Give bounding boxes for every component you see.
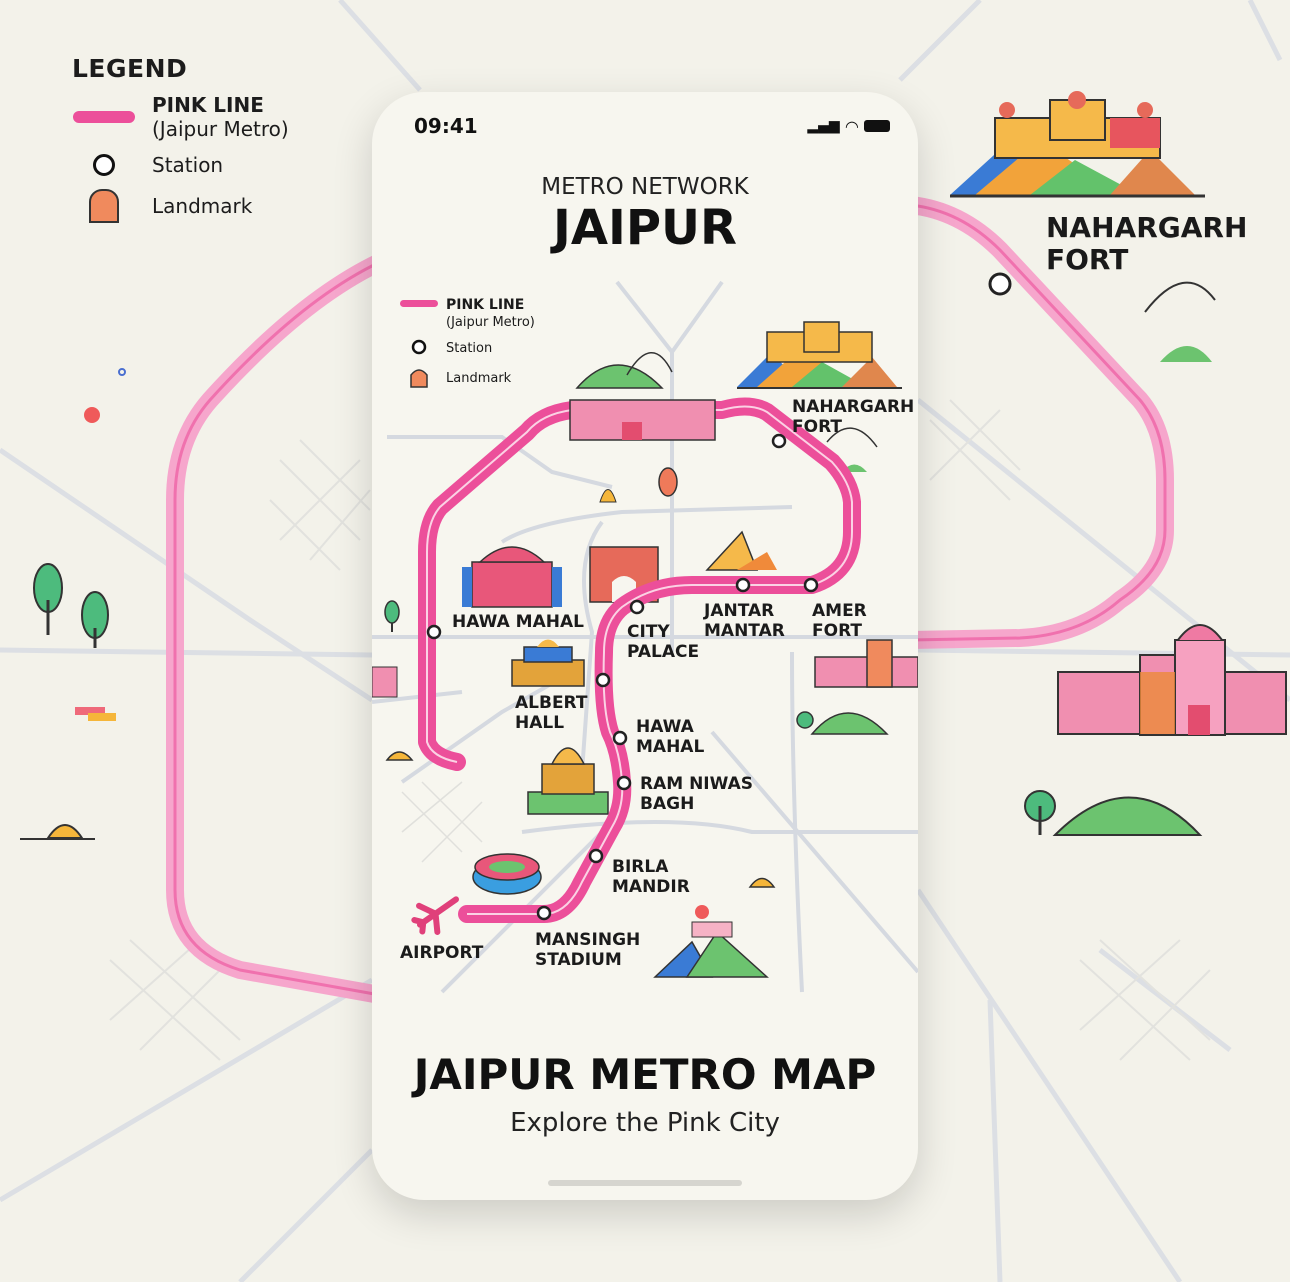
station-label[interactable]: RAM NIWAS xyxy=(640,774,753,794)
ram-niwas-bagh-illustration xyxy=(527,747,609,815)
mini-legend: PINK LINE (Jaipur Metro) Station Landmar… xyxy=(400,297,535,388)
phone-mockup: PINK LINE (Jaipur Metro) Station Landmar… xyxy=(372,92,918,1200)
amer-wall-illustration xyxy=(814,639,918,688)
status-bar: 09:41 ▂▄▆ ◠ xyxy=(414,114,890,138)
station-label[interactable]: MANTAR xyxy=(704,621,785,641)
stations xyxy=(426,433,819,921)
station-label[interactable]: FORT xyxy=(812,621,862,641)
legend-station-label: Station xyxy=(152,153,224,177)
station-label[interactable]: AMER xyxy=(812,601,867,621)
mini-station-icon xyxy=(411,339,427,355)
stadium-illustration xyxy=(472,853,542,895)
station-label[interactable]: JANTAR xyxy=(703,601,774,621)
street-grid xyxy=(109,399,1211,1061)
mini-legend-station-label: Station xyxy=(446,341,492,356)
pink-line-swatch-icon xyxy=(73,111,135,123)
legend-title: LEGEND xyxy=(72,54,188,83)
status-time: 09:41 xyxy=(414,114,478,138)
station-label[interactable]: PALACE xyxy=(627,642,699,662)
station-label[interactable]: CITY xyxy=(627,622,670,642)
legend-pink-line-label: PINK LINE xyxy=(152,93,264,117)
app-title: JAIPUR xyxy=(553,200,737,256)
mini-pink-line-swatch-icon xyxy=(400,300,438,307)
legend-landmark-label: Landmark xyxy=(152,194,253,218)
nahargarh-label-line2: FORT xyxy=(1046,243,1129,276)
station-labels: NAHARGARHFORTAMERFORTJANTARMANTARCITYPAL… xyxy=(400,397,914,970)
hill-icon xyxy=(575,364,664,389)
station-marker[interactable] xyxy=(735,577,751,593)
pink-city-wall xyxy=(569,399,716,441)
home-indicator[interactable] xyxy=(548,1180,742,1186)
station-label[interactable]: MANDIR xyxy=(612,877,690,897)
station-label[interactable]: HAWA MAHAL xyxy=(452,612,584,632)
wifi-icon: ◠ xyxy=(845,116,858,136)
station-label[interactable]: NAHARGARH xyxy=(792,397,914,417)
nahargarh-label-line1: NAHARGARH xyxy=(1046,211,1248,244)
signal-icon: ▂▄▆ xyxy=(807,118,840,134)
nahargarh-fort-label: NAHARGARH FORT xyxy=(1046,212,1247,276)
hill-icon xyxy=(1052,796,1203,836)
status-icons: ▂▄▆ ◠ xyxy=(807,114,890,138)
mini-legend-line-label: PINK LINE xyxy=(446,297,524,313)
station-marker[interactable] xyxy=(426,624,442,640)
hill-icon xyxy=(1160,346,1212,362)
amer-fort-illustration xyxy=(737,321,902,389)
city-wall-illustration xyxy=(1057,624,1287,736)
hill-icon xyxy=(810,712,889,735)
tree-icons xyxy=(33,563,1056,835)
mini-legend-landmark-label: Landmark xyxy=(446,371,512,386)
station-label[interactable]: MANSINGH xyxy=(535,930,640,950)
station-label[interactable]: HALL xyxy=(515,713,564,733)
map-street-grid xyxy=(401,781,483,863)
legend-panel: LEGEND PINK LINE(Jaipur Metro) Station L… xyxy=(72,54,289,235)
hawa-mahal-illustration xyxy=(462,546,562,608)
sun-icon xyxy=(46,824,84,839)
station-marker[interactable] xyxy=(588,848,604,864)
airplane-icon xyxy=(411,896,460,935)
nahargarh-fort-illustration xyxy=(950,91,1205,198)
station-label[interactable]: MAHAL xyxy=(636,737,704,757)
jantar-mantar-illustration xyxy=(705,530,777,571)
station-marker[interactable] xyxy=(616,775,632,791)
station-marker[interactable] xyxy=(629,599,645,615)
legend-item-pink-line: PINK LINE(Jaipur Metro) xyxy=(72,93,289,141)
legend-pink-line-sub: (Jaipur Metro) xyxy=(152,117,289,141)
station-marker[interactable] xyxy=(771,433,787,449)
footer-title: JAIPUR METRO MAP xyxy=(413,1050,877,1099)
station-label[interactable]: AIRPORT xyxy=(400,943,484,963)
station-marker[interactable] xyxy=(595,672,611,688)
mini-landmark-icon xyxy=(410,369,428,388)
albert-hall-illustration xyxy=(511,639,585,687)
metro-map[interactable]: PINK LINE (Jaipur Metro) Station Landmar… xyxy=(372,92,918,1200)
station-marker[interactable] xyxy=(803,577,819,593)
mini-legend-line-sub: (Jaipur Metro) xyxy=(446,315,535,330)
station-label[interactable]: STADIUM xyxy=(535,950,622,970)
station-label[interactable]: BAGH xyxy=(640,794,694,814)
landmark-icon xyxy=(89,189,119,223)
station-label[interactable]: ALBERT xyxy=(515,693,588,713)
legend-item-station: Station xyxy=(72,153,289,177)
station-marker[interactable] xyxy=(536,905,552,921)
app-subtitle: METRO NETWORK xyxy=(541,174,749,200)
station-icon xyxy=(93,154,115,176)
park-illustration xyxy=(653,905,769,978)
battery-icon xyxy=(864,120,890,132)
station-label[interactable]: FORT xyxy=(792,417,842,437)
station-label[interactable]: BIRLA xyxy=(612,857,669,877)
outer-station-marker[interactable] xyxy=(988,272,1012,296)
station-label[interactable]: HAWA xyxy=(636,717,695,737)
footer-subtitle: Explore the Pink City xyxy=(510,1108,780,1138)
legend-item-landmark: Landmark xyxy=(72,189,289,223)
outer-pink-line-left xyxy=(166,253,384,1004)
station-marker[interactable] xyxy=(612,730,628,746)
